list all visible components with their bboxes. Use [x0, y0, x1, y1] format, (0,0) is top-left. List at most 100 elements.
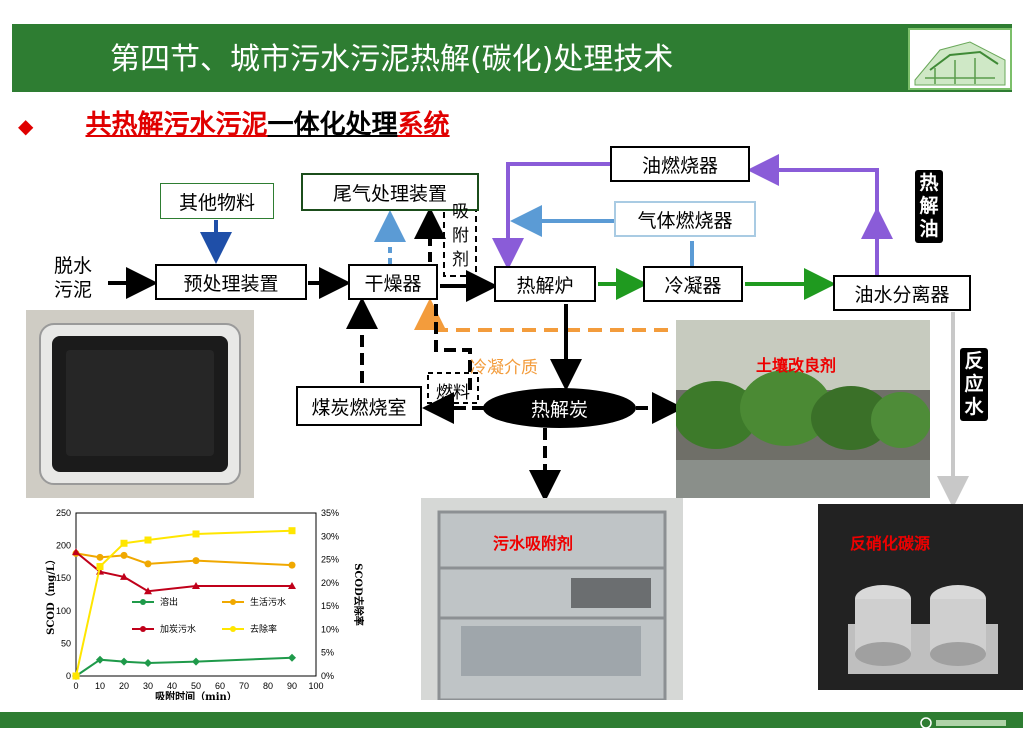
data-point: [120, 572, 128, 580]
page-title: 第四节、城市污水污泥热解(碳化)处理技术: [110, 42, 674, 77]
x-axis-label: 吸附时间（min）: [155, 690, 237, 700]
data-point: [96, 553, 104, 561]
data-point: [192, 582, 200, 590]
soil-conditioner-caption: 土壤改良剂: [756, 356, 837, 375]
adsorbent-photo: 污水吸附剂: [421, 498, 683, 700]
y2-tick-label: 15%: [321, 601, 339, 611]
y2-tick-label: 25%: [321, 555, 339, 565]
dryer-box: 干燥器: [348, 264, 438, 300]
legend-label: 生活污水: [250, 596, 286, 608]
y2-tick-label: 30%: [321, 531, 339, 541]
subtitle: ◆ 共热解污水污泥一体化处理系统: [18, 104, 450, 141]
x-tick-label: 80: [263, 681, 273, 691]
data-point: [192, 657, 200, 666]
legend-label: 溶出: [160, 596, 178, 608]
data-point: [192, 530, 200, 538]
y2-tick-label: 10%: [321, 624, 339, 634]
header-bar: [12, 24, 1012, 92]
coal-chamber-box: 煤炭燃烧室: [296, 386, 422, 426]
data-point: [72, 548, 80, 556]
data-point: [96, 655, 104, 664]
x-tick-label: 100: [308, 681, 323, 691]
legend-label: 去除率: [250, 623, 277, 635]
input-label: 脱水 污泥: [54, 255, 93, 301]
pyrolysis-char-label: 热解炭: [530, 398, 588, 421]
adsorbent-caption: 污水吸附剂: [493, 534, 574, 553]
chart-background: [40, 505, 370, 700]
data-point: [144, 560, 152, 568]
x-tick-label: 20: [119, 681, 129, 691]
data-point: [144, 658, 152, 667]
footer-bar: [0, 712, 1023, 728]
sludge-photo: [26, 310, 254, 498]
plot-frame: [75, 512, 317, 677]
adsorbent-label: 吸 附 剂: [452, 202, 469, 270]
x-tick-label: 0: [73, 681, 78, 691]
footer-logo: [920, 714, 1010, 729]
other-materials-box: 其他物料: [160, 183, 274, 219]
legend-marker: [140, 599, 146, 605]
condenser-box: 冷凝器: [643, 266, 743, 302]
data-point: [288, 582, 296, 590]
tail-gas-box: 尾气处理装置: [301, 173, 479, 211]
fuel-label: 燃料: [436, 383, 470, 403]
scod-chart: 0 50 100 150 200 250 0% 5% 10% 15% 20% 25% 30% 35% 0 10…: [40, 505, 370, 700]
data-point: [192, 557, 200, 565]
x-tick-label: 60: [215, 681, 225, 691]
bullet-icon: ◆: [18, 114, 34, 138]
data-point: [120, 657, 128, 666]
series-line-2: [75, 551, 292, 593]
series-line-0: [75, 656, 293, 677]
y2-tick-label: 0%: [321, 671, 334, 681]
data-point: [96, 563, 104, 571]
y2-tick-label: 5%: [321, 648, 334, 658]
subtitle-part-1: 共热解污水污泥: [85, 110, 268, 140]
pretreatment-box: 预处理装置: [155, 264, 307, 300]
denitrification-caption: 反硝化碳源: [850, 534, 931, 553]
oil-burner-box: 油燃烧器: [610, 146, 750, 182]
subtitle-part-3: 系统: [397, 110, 450, 140]
condensing-medium-label: 冷凝介质: [470, 358, 538, 378]
series-line-3: [75, 529, 293, 677]
y2-axis-label: SCOD去除率: [352, 563, 365, 626]
data-point: [72, 672, 80, 680]
series-line-1: [75, 552, 293, 567]
data-point: [144, 536, 152, 544]
legend-label: 加炭污水: [160, 623, 196, 635]
pyrolysis-oil-label: 热 解 油: [915, 170, 943, 243]
y2-tick-label: 20%: [321, 578, 339, 588]
legend-marker: [230, 626, 236, 632]
y-tick-label: 50: [61, 638, 71, 648]
data-point: [288, 561, 296, 569]
legend-marker: [140, 626, 146, 632]
denitrification-photo: 反硝化碳源: [818, 504, 1023, 690]
header-logo-image: [908, 28, 1012, 90]
soil-conditioner-photo: 土壤改良剂: [676, 320, 930, 498]
y-tick-label: 0: [66, 671, 71, 681]
gas-burner-box: 气体燃烧器: [614, 201, 756, 237]
y2-tick-label: 35%: [321, 508, 339, 518]
data-point: [120, 551, 128, 559]
x-tick-label: 90: [287, 681, 297, 691]
data-point: [144, 587, 152, 595]
y-tick-label: 100: [56, 606, 71, 616]
data-point: [120, 539, 128, 547]
x-tick-label: 70: [239, 681, 249, 691]
legend-marker: [230, 599, 236, 605]
y-axis-label: SCOD（mg/L）: [44, 554, 57, 635]
subtitle-part-2: 一体化处理: [267, 110, 398, 140]
pyrolysis-char-node: 热解炭: [483, 388, 636, 428]
pyrolysis-furnace-box: 热解炉: [494, 266, 596, 302]
oil-water-separator-box: 油水分离器: [833, 275, 971, 311]
x-tick-label: 30: [143, 681, 153, 691]
y-tick-label: 250: [56, 508, 71, 518]
data-point: [288, 527, 296, 535]
x-tick-label: 10: [95, 681, 105, 691]
reaction-water-label: 反 应 水: [960, 348, 988, 421]
x-tick-label: 50: [191, 681, 201, 691]
y-tick-label: 200: [56, 541, 71, 551]
data-point: [288, 653, 296, 662]
y-tick-label: 150: [56, 573, 71, 583]
x-tick-label: 40: [167, 681, 177, 691]
